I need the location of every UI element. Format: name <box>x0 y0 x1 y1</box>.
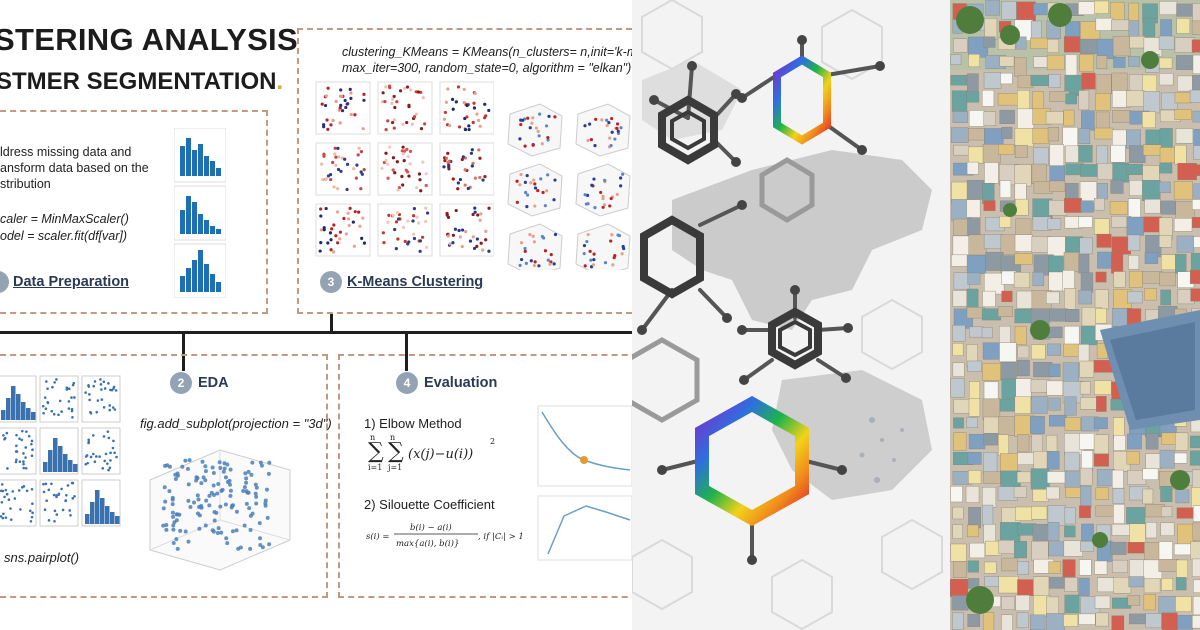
pairplot-thumbnail <box>0 375 121 527</box>
eda-box <box>0 354 328 598</box>
svg-text:n: n <box>390 433 395 442</box>
data-preparation-box <box>0 110 268 314</box>
title-line-1: STERING ANALYSIS <box>0 22 298 57</box>
svg-text:j=1: j=1 <box>387 463 402 472</box>
data-preparation-label: Data Preparation <box>13 274 130 290</box>
svg-text:max{a(i), b(i)}: max{a(i), b(i)} <box>396 538 459 549</box>
kmeans-box <box>297 28 632 314</box>
aerial-city-photo <box>950 0 1200 630</box>
timeline-connector-eda <box>182 333 185 371</box>
kmeans-label: K-Means Clustering <box>347 274 484 290</box>
infographic-panel: STERING ANALYSIS STMER SEGMENTATION. ldr… <box>0 22 632 598</box>
title-line-2: STMER SEGMENTATION. <box>0 68 284 95</box>
elbow-formula: ∑ n i=1 ∑ n j=1 (x(j)−u(i)) 2 <box>368 433 495 472</box>
prep-code-2: odel = scaler.fit(df[var]) <box>0 229 128 243</box>
timeline-connector-kmeans <box>330 314 333 333</box>
svg-text:2: 2 <box>490 437 495 446</box>
prep-text-3: stribution <box>0 177 51 191</box>
pairplot-code: sns.pairplot() <box>4 550 80 565</box>
svg-text:b(i) − a(i): b(i) − a(i) <box>410 522 452 533</box>
evaluation-step-badge: 4 <box>396 372 418 394</box>
prep-step-badge <box>0 271 9 293</box>
eda-label: EDA <box>198 375 229 391</box>
kmeans-scatter-grid <box>315 81 494 257</box>
eda-3d-scatter <box>149 449 291 571</box>
elbow-chart-thumbnail <box>537 405 632 487</box>
svg-text:s(i) =: s(i) = <box>366 531 390 542</box>
prep-code-1: caler = MinMaxScaler() <box>0 212 129 226</box>
silhouette-label: 2) Silouette Coefficient <box>364 497 495 512</box>
hexagon-network-illustration <box>632 0 950 630</box>
eda-step-badge: 2 <box>170 372 192 394</box>
timeline-line <box>0 331 632 334</box>
title-dot: . <box>276 68 284 95</box>
svg-text:∑: ∑ <box>388 439 404 464</box>
silhouette-formula: s(i) = b(i) − a(i) max{a(i), b(i)} , if … <box>366 522 522 549</box>
svg-text:(x(j)−u(i)): (x(j)−u(i)) <box>408 447 473 462</box>
svg-text:∑: ∑ <box>368 439 384 464</box>
aerial-city-image <box>950 0 1200 630</box>
prep-text-1: ldress missing data and <box>0 145 132 159</box>
timeline-connector-evaluation <box>405 333 408 371</box>
kmeans-code-1: clustering_KMeans = KMeans(n_clusters= n… <box>342 45 632 59</box>
hexagon-art-panel <box>632 0 950 630</box>
evaluation-box <box>338 354 632 598</box>
svg-text:, if |Cᵢ| > 1: , if |Cᵢ| > 1 <box>478 532 522 542</box>
kmeans-step-badge: 3 <box>320 271 342 293</box>
histogram-thumbnails <box>174 128 226 298</box>
silhouette-chart-thumbnail <box>537 495 632 561</box>
prep-text-2: ansform data based on the <box>0 161 149 175</box>
svg-text:n: n <box>370 433 375 442</box>
kmeans-3d-thumbnails <box>507 103 631 270</box>
svg-text:i=1: i=1 <box>368 463 382 472</box>
elbow-method-label: 1) Elbow Method <box>364 416 462 431</box>
kmeans-code-2: max_iter=300, random_state=0, algorithm … <box>342 61 632 75</box>
eda-3d-code: fig.add_subplot(projection = "3d") <box>140 416 332 431</box>
evaluation-label: Evaluation <box>424 375 498 391</box>
